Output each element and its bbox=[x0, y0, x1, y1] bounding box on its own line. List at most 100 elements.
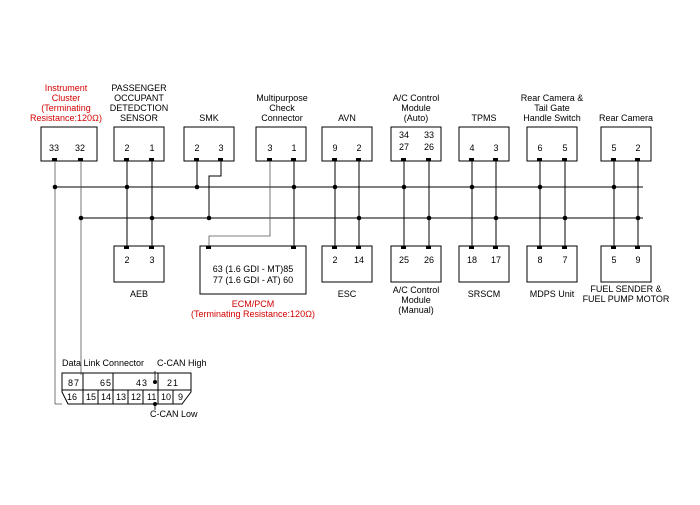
ecm-label-line2: (Terminating Resistance:120Ω) bbox=[191, 309, 315, 319]
ac-auto-pin-label: 27 bbox=[399, 142, 409, 152]
module-esc: 2 14 ESC bbox=[321, 245, 373, 299]
tpms-label: TPMS bbox=[471, 113, 496, 123]
junction-dot bbox=[52, 184, 58, 190]
aeb-pin bbox=[149, 246, 154, 249]
data-link-connector: Data Link Connector C-CAN High C-CAN Low… bbox=[55, 358, 207, 419]
cluster-pin bbox=[78, 158, 83, 161]
junction-dot bbox=[356, 215, 362, 221]
module-aeb: 2 3 AEB bbox=[113, 245, 165, 299]
ecm-pin bbox=[206, 246, 211, 249]
fuel-label-line1: FUEL SENDER & bbox=[590, 284, 661, 294]
module-avn: AVN 9 2 bbox=[321, 113, 373, 162]
dlc-pin-label: 11 bbox=[147, 392, 156, 402]
module-tpms: TPMS 4 3 bbox=[458, 113, 510, 162]
ac-auto-pin bbox=[426, 158, 431, 161]
pods-pin bbox=[124, 158, 129, 161]
rcth-label-line3: Handle Switch bbox=[523, 113, 581, 123]
pods-label-line4: SENSOR bbox=[120, 113, 159, 123]
dlc-pin-label: 5 bbox=[106, 378, 111, 388]
cluster-pin-label: 32 bbox=[75, 143, 85, 153]
rear-camera-pin-label: 5 bbox=[611, 143, 616, 153]
junction-dot bbox=[291, 184, 297, 190]
junction-dot bbox=[78, 215, 84, 221]
cluster-connector-box bbox=[40, 126, 98, 162]
ac-manual-label-line1: A/C Control bbox=[393, 285, 440, 295]
module-instrument-cluster: Instrument Cluster (Terminating Resistan… bbox=[30, 83, 102, 162]
esc-pin-label: 14 bbox=[354, 255, 364, 265]
mdps-pin-label: 8 bbox=[537, 255, 542, 265]
module-passenger-occupant-sensor: PASSENGER OCCUPANT DETEDCTION SENSOR 2 1 bbox=[110, 83, 168, 162]
ac-auto-label-line1: A/C Control bbox=[393, 93, 440, 103]
smk-pin bbox=[194, 158, 199, 161]
dlc-low-label: C-CAN Low bbox=[150, 409, 198, 419]
junction-dots bbox=[52, 184, 641, 221]
esc-pin-label: 2 bbox=[332, 255, 337, 265]
ac-manual-pin-label: 26 bbox=[424, 255, 434, 265]
junction-dot bbox=[206, 215, 212, 221]
rcth-pin-label: 6 bbox=[537, 143, 542, 153]
aeb-pin bbox=[124, 246, 129, 249]
mpc-pin-label: 3 bbox=[267, 143, 272, 153]
dlc-column-dividers bbox=[82, 373, 174, 404]
fuel-pin-label: 9 bbox=[635, 255, 640, 265]
ac-manual-pin-label: 25 bbox=[399, 255, 409, 265]
smk-connector-box bbox=[183, 126, 235, 162]
pods-pin bbox=[149, 158, 154, 161]
rear-camera-pin bbox=[611, 158, 616, 161]
srscm-label: SRSCM bbox=[468, 289, 501, 299]
esc-pin bbox=[332, 246, 337, 249]
module-fuel-sender: 5 9 FUEL SENDER & FUEL PUMP MOTOR bbox=[583, 245, 670, 304]
ac-auto-pin-label: 34 bbox=[399, 130, 409, 140]
module-mdps: 8 7 MDPS Unit bbox=[526, 245, 578, 299]
ecm-connector-box bbox=[199, 245, 307, 295]
tpms-connector-box bbox=[458, 126, 510, 162]
ecm-label-line1: ECM/PCM bbox=[232, 299, 275, 309]
junction-dot bbox=[611, 184, 617, 190]
rcth-label-line2: Tail Gate bbox=[534, 103, 570, 113]
module-rear-camera-tailgate: Rear Camera & Tail Gate Handle Switch 6 … bbox=[521, 93, 583, 162]
rear-camera-connector-box bbox=[600, 126, 652, 162]
dlc-pin-label: 1 bbox=[173, 378, 178, 388]
top-drop-wires bbox=[54, 161, 639, 404]
cluster-label-line2: Cluster bbox=[52, 93, 81, 103]
dlc-title: Data Link Connector bbox=[62, 358, 144, 368]
module-ecm-pcm: 63 (1.6 GDI - MT)85 77 (1.6 GDI - AT) 60… bbox=[191, 245, 315, 319]
ac-auto-label-line3: (Auto) bbox=[404, 113, 429, 123]
cluster-label-line3: (Terminating bbox=[41, 103, 91, 113]
dlc-pin-label: 14 bbox=[101, 392, 111, 402]
avn-label: AVN bbox=[338, 113, 356, 123]
dlc-high-label: C-CAN High bbox=[157, 358, 207, 368]
smk-label: SMK bbox=[199, 113, 219, 123]
srscm-pin bbox=[493, 246, 498, 249]
pods-label-line2: OCCUPANT bbox=[114, 93, 164, 103]
ecm-pin-label-1: 63 (1.6 GDI - MT)85 bbox=[213, 264, 294, 274]
junction-dot bbox=[469, 184, 475, 190]
mpc-connector-box bbox=[255, 126, 307, 162]
module-srscm: 18 17 SRSCM bbox=[458, 245, 510, 299]
module-ac-control-auto: A/C Control Module (Auto) 34 33 27 26 bbox=[390, 93, 442, 162]
rear-camera-pin-label: 2 bbox=[635, 143, 640, 153]
dlc-pin-label: 16 bbox=[67, 392, 77, 402]
module-multipurpose-check-connector: Multipurpose Check Connector 3 1 bbox=[255, 93, 308, 162]
esc-label: ESC bbox=[338, 289, 357, 299]
smk-pin-label: 3 bbox=[218, 143, 223, 153]
ac-manual-label-line2: Module bbox=[401, 295, 431, 305]
rcth-pin-label: 5 bbox=[562, 143, 567, 153]
junction-dot bbox=[493, 215, 499, 221]
module-rear-camera: Rear Camera 5 2 bbox=[599, 113, 653, 162]
ac-auto-label-line2: Module bbox=[401, 103, 431, 113]
srscm-pin-label: 17 bbox=[491, 255, 501, 265]
dlc-pin-label: 3 bbox=[142, 378, 147, 388]
mpc-wire-to-ecm bbox=[208, 161, 271, 246]
dlc-high-pin-dot bbox=[153, 380, 157, 384]
pods-pin-label: 1 bbox=[149, 143, 154, 153]
ac-manual-connector-box bbox=[390, 245, 442, 283]
junction-dot bbox=[562, 215, 568, 221]
ac-auto-pin bbox=[401, 158, 406, 161]
mdps-connector-box bbox=[526, 245, 578, 283]
mdps-label: MDPS Unit bbox=[530, 289, 575, 299]
aeb-label: AEB bbox=[130, 289, 148, 299]
junction-dot bbox=[149, 215, 155, 221]
fuel-pin-label: 5 bbox=[611, 255, 616, 265]
